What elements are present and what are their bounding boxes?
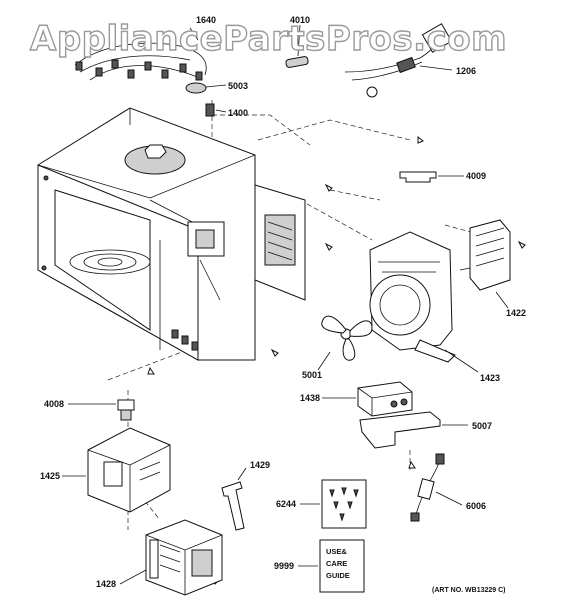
switch-part[interactable] — [205, 103, 227, 117]
callout-1422[interactable]: 1422 — [506, 308, 526, 318]
hardware-kit-part[interactable] — [300, 479, 367, 529]
callout-1206[interactable]: 1206 — [456, 66, 476, 76]
use-care-guide-booklet[interactable]: USE& CARE GUIDE — [298, 539, 365, 593]
sensor-harness-part[interactable] — [410, 453, 463, 522]
callout-4009[interactable]: 4009 — [466, 171, 486, 181]
callout-labels: 1640 4010 1206 5003 1400 4009 1422 5001 … — [40, 15, 526, 589]
site-watermark: AppliancePartsPros.com — [30, 19, 507, 59]
callout-5007[interactable]: 5007 — [472, 421, 492, 431]
fan-motor-part[interactable] — [459, 219, 511, 309]
callout-6006[interactable]: 6006 — [466, 501, 486, 511]
callout-5003[interactable]: 5003 — [228, 81, 248, 91]
magnetron-part[interactable] — [119, 519, 223, 596]
oven-cavity-chassis — [37, 107, 306, 361]
guide-line-3: GUIDE — [326, 571, 350, 580]
bracket-part[interactable] — [399, 171, 464, 183]
art-number: (ART NO. WB13229 C) — [432, 587, 506, 594]
guide-line-2: CARE — [326, 559, 347, 568]
callout-1400[interactable]: 1400 — [228, 108, 248, 118]
callout-6244[interactable]: 6244 — [276, 499, 296, 509]
capacitor-bracket-part[interactable] — [359, 411, 468, 449]
power-cord-part[interactable] — [344, 23, 453, 98]
mounting-bracket-part[interactable] — [221, 467, 247, 531]
callout-1438[interactable]: 1438 — [300, 393, 320, 403]
fuse-part[interactable] — [285, 24, 309, 68]
transformer-cover-part[interactable] — [62, 427, 171, 513]
fan-housing-part[interactable] — [369, 231, 479, 373]
capacitor-part[interactable] — [322, 381, 413, 417]
guide-line-1: USE& — [326, 547, 347, 556]
callout-1428[interactable]: 1428 — [96, 579, 116, 589]
callout-1423[interactable]: 1423 — [480, 373, 500, 383]
wire-harness-part[interactable] — [74, 27, 207, 81]
fan-blade-part[interactable] — [317, 315, 373, 371]
callout-5001[interactable]: 5001 — [302, 370, 322, 380]
thermal-fuse-part[interactable] — [68, 399, 135, 421]
callout-1425[interactable]: 1425 — [40, 471, 60, 481]
callout-4008[interactable]: 4008 — [44, 399, 64, 409]
thermostat-part[interactable] — [185, 82, 227, 94]
callout-4010[interactable]: 4010 — [290, 15, 310, 25]
callout-9999[interactable]: 9999 — [274, 561, 294, 571]
callout-1640[interactable]: 1640 — [196, 15, 216, 25]
callout-1429[interactable]: 1429 — [250, 460, 270, 470]
